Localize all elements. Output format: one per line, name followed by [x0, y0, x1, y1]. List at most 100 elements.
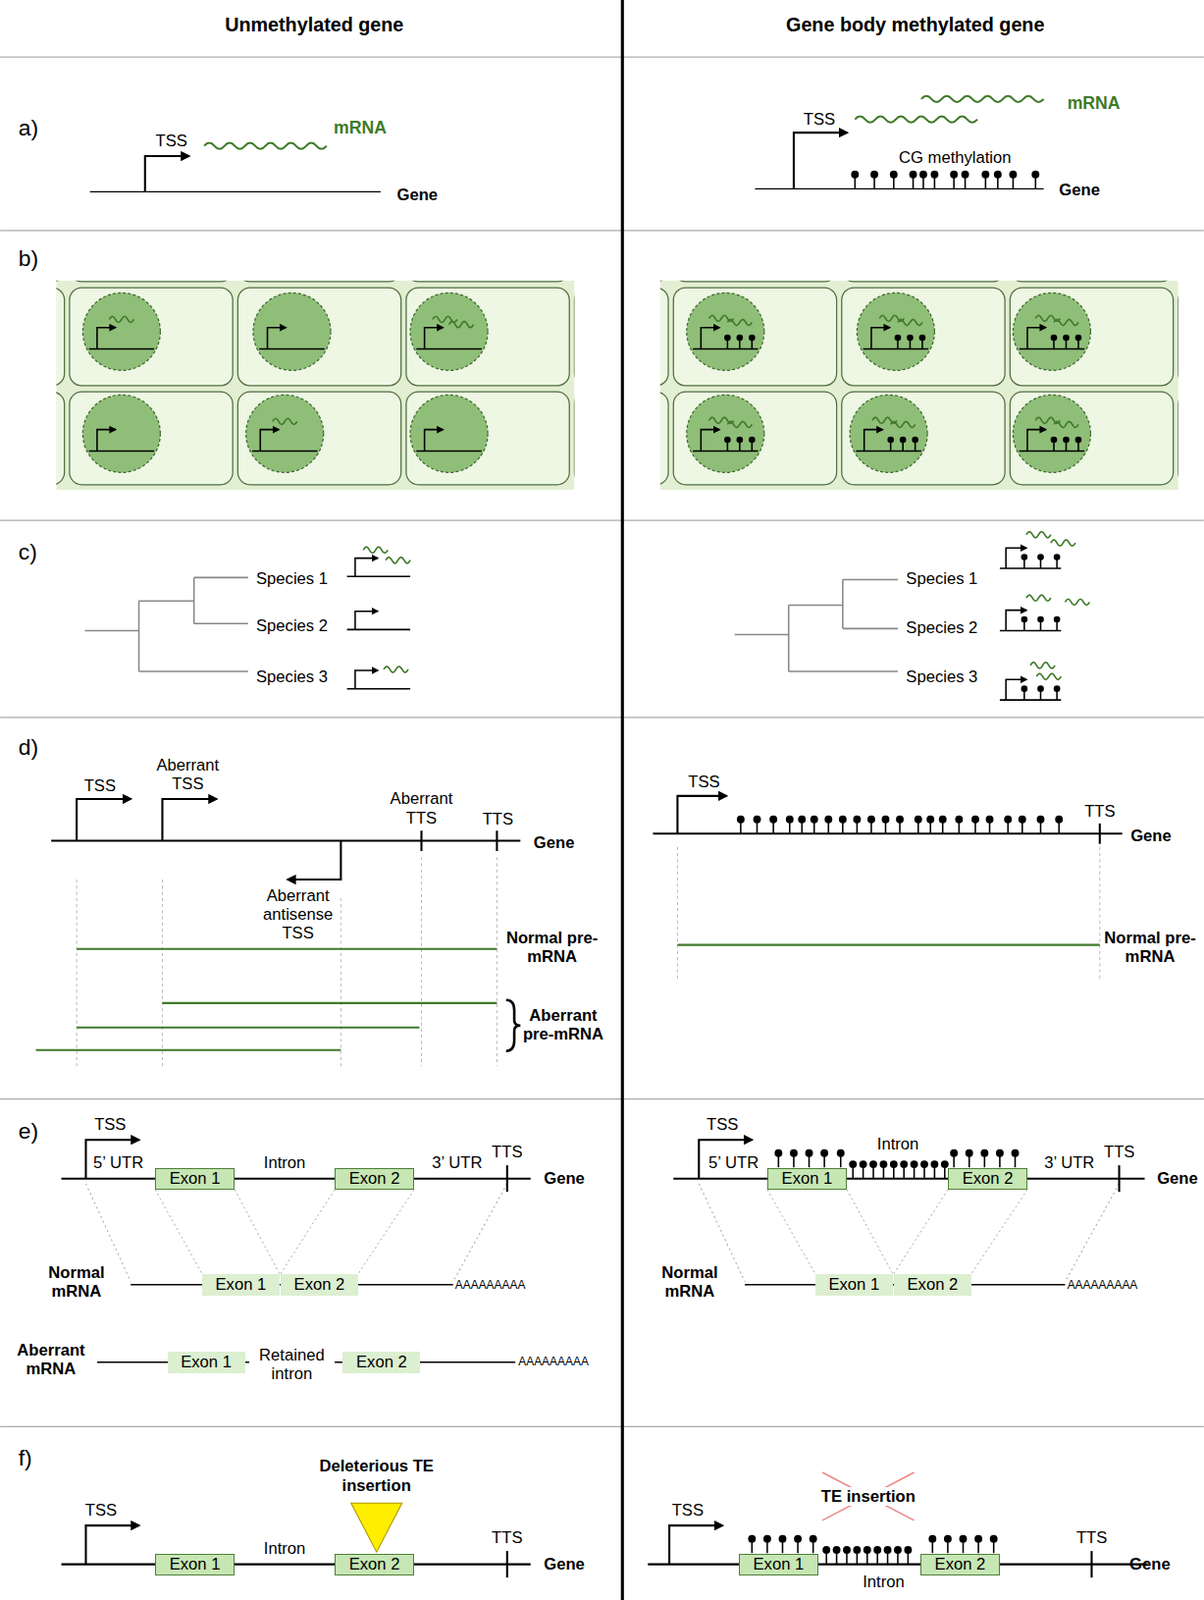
text-label: Gene	[543, 1168, 585, 1188]
text-label: TSS	[672, 1500, 704, 1519]
mrna-exon-box: Exon 2	[893, 1273, 972, 1296]
cell-tissue	[55, 280, 575, 490]
exon-label: Exon 1	[215, 1275, 267, 1294]
text-label: Aberrant pre-mRNA	[512, 1005, 615, 1044]
text-label: Intron	[862, 1571, 905, 1591]
text-label: Species 3	[905, 667, 978, 686]
exon-box: Exon 1	[767, 1167, 847, 1190]
projection-line	[280, 1189, 415, 1274]
text-label: Gene	[533, 833, 576, 852]
splicing-panel-e	[61, 1139, 1146, 1362]
mrna-exon-box: Exon 2	[342, 1351, 420, 1373]
text-label: TSS	[94, 1114, 126, 1134]
exon-box: Exon 2	[920, 1553, 1000, 1575]
exon-box: Exon 2	[334, 1553, 415, 1575]
text-label: Species 2	[256, 616, 328, 635]
exon-label: Exon 2	[962, 1169, 1014, 1188]
text-label: Unmethylated gene	[224, 13, 404, 37]
transcription-panel-d	[36, 795, 1123, 1066]
text-label: 3’ UTR	[1044, 1152, 1095, 1172]
text-label: 3’ UTR	[431, 1152, 482, 1172]
text-label: mRNA	[333, 117, 387, 138]
text-label: Aberrant TSS	[151, 755, 225, 793]
text-label: TTS	[1084, 801, 1115, 821]
exon-label: Exon 2	[907, 1275, 959, 1294]
exon-box: Exon 1	[155, 1553, 235, 1575]
mrna-exon-box: Exon 2	[280, 1273, 359, 1296]
text-label: Aberrant TTS	[384, 788, 459, 827]
text-label: Gene	[1156, 1168, 1199, 1188]
exon-label: Exon 1	[752, 1555, 804, 1573]
text-label: 5’ UTR	[708, 1152, 759, 1172]
exon-label: Exon 2	[349, 1555, 401, 1573]
exon-label: Exon 1	[782, 1169, 834, 1188]
text-label: AAAAAAAAA	[455, 1278, 526, 1293]
text-label: Species 3	[256, 667, 328, 686]
text-label: Species 2	[905, 618, 978, 637]
text-label: Gene	[1058, 180, 1100, 200]
exon-box: Exon 2	[947, 1167, 1028, 1190]
text-label: Aberrant mRNA	[9, 1340, 92, 1378]
te-panel-f	[61, 1471, 1149, 1577]
text-label: Intron	[263, 1152, 307, 1172]
text-label: Normal pre-mRNA	[501, 928, 604, 966]
exon-label: Exon 2	[349, 1169, 401, 1188]
text-label: AAAAAAAAA	[518, 1355, 589, 1369]
nuclei	[82, 292, 1091, 472]
text-label: Gene	[1129, 1554, 1171, 1573]
projection-line	[893, 1189, 1028, 1274]
mrna-exon-box: Exon 1	[167, 1351, 246, 1373]
text-label: a)	[18, 114, 39, 141]
species-genes	[347, 531, 1091, 701]
exon-box: Exon 1	[738, 1553, 819, 1575]
text-label: Gene	[1130, 826, 1172, 845]
exon-label: Exon 1	[169, 1555, 221, 1573]
cell-tissue	[660, 280, 1179, 490]
mrna-exon-box: Exon 1	[815, 1273, 893, 1296]
text-label: TSS	[803, 109, 836, 129]
text-label: Aberrant antisense TSS	[255, 886, 341, 943]
text-label: TSS	[687, 772, 720, 791]
text-label: Intron	[263, 1538, 307, 1558]
text-label: e)	[18, 1117, 39, 1144]
phylogeny	[84, 576, 898, 672]
text-label: d)	[18, 733, 39, 760]
text-label: TE insertion	[819, 1486, 918, 1506]
text-label: 5’ UTR	[93, 1152, 144, 1172]
text-label: TTS	[491, 1142, 523, 1161]
exon-label: Exon 2	[935, 1555, 987, 1573]
text-label: AAAAAAAAA	[1067, 1278, 1139, 1293]
text-label: mRNA	[1067, 93, 1121, 113]
text-label: Normal mRNA	[41, 1262, 113, 1301]
text-label: Retained intron	[249, 1345, 335, 1383]
text-label: CG methylation	[898, 148, 1012, 167]
text-label: b)	[18, 245, 39, 271]
projection-line	[155, 1189, 280, 1274]
exon-box: Exon 1	[155, 1167, 235, 1190]
text-label: Normal pre-mRNA	[1099, 928, 1202, 966]
text-label: Gene	[396, 185, 438, 205]
text-label: TSS	[85, 1500, 117, 1519]
text-label: TTS	[1076, 1527, 1107, 1547]
text-label: c)	[18, 538, 38, 565]
exon-label: Exon 2	[356, 1353, 408, 1371]
text-label: Deleterious TE insertion	[314, 1456, 438, 1494]
text-label: TSS	[156, 131, 188, 151]
exon-box: Exon 2	[334, 1167, 415, 1190]
gene-panel-a	[90, 96, 1045, 193]
text-label: Species 1	[905, 569, 978, 588]
exon-label: Exon 2	[294, 1275, 346, 1294]
text-label: TSS	[706, 1114, 738, 1134]
exon-label: Exon 1	[180, 1353, 232, 1371]
text-label: Species 1	[256, 569, 328, 588]
text-label: Gene	[543, 1554, 585, 1573]
text-label: Normal mRNA	[654, 1262, 727, 1301]
text-label: TTS	[1103, 1142, 1135, 1161]
mrna-exon-box: Exon 1	[202, 1273, 280, 1296]
text-label: TSS	[84, 776, 116, 795]
exon-label: Exon 1	[169, 1169, 221, 1188]
text-label: f)	[18, 1444, 33, 1470]
text-label: Gene body methylated gene	[785, 13, 1045, 37]
